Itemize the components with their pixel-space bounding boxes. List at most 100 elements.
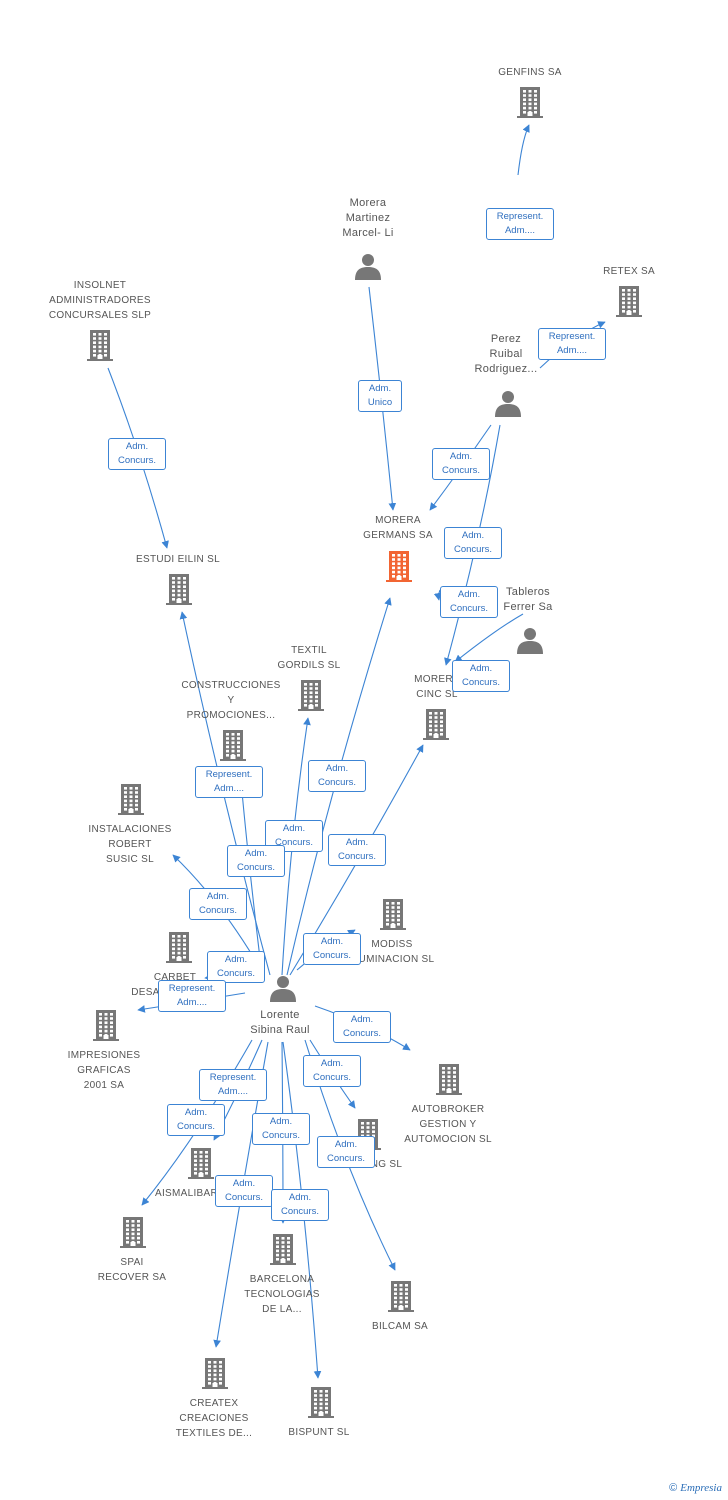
relation-label[interactable]: Adm.Concurs. — [108, 438, 166, 470]
relation-label[interactable]: Adm.Concurs. — [440, 586, 498, 618]
building-icon[interactable] — [615, 284, 643, 323]
relation-label[interactable]: Adm.Concurs. — [303, 1055, 361, 1087]
relation-label[interactable]: Adm.Concurs. — [317, 1136, 375, 1168]
node-label-line: GORDILS SL — [277, 660, 341, 671]
relation-label[interactable]: Adm.Concurs. — [333, 1011, 391, 1043]
relation-label-line: Adm. — [184, 1107, 208, 1118]
relation-label[interactable]: Adm.Concurs. — [189, 888, 247, 920]
relation-label-line: Concurs. — [441, 465, 480, 476]
relation-label[interactable]: Adm. Concurs. — [432, 448, 490, 480]
relation-label[interactable]: Adm.Concurs. — [271, 1189, 329, 1221]
relation-label-line: Concurs. — [216, 968, 255, 979]
person-icon[interactable] — [494, 389, 522, 422]
relation-label-line: Concurs. — [224, 1192, 263, 1203]
relation-label[interactable]: Represent.Adm.... — [486, 208, 554, 240]
building-icon[interactable] — [422, 707, 450, 746]
relation-label-line: Adm. — [125, 441, 149, 452]
company-name[interactable]: BILCAM SA — [372, 1319, 428, 1334]
building-icon[interactable] — [385, 549, 413, 588]
building-icon[interactable] — [379, 897, 407, 936]
relation-label[interactable]: Represent.Adm.... — [195, 766, 263, 798]
company-name[interactable]: ESTUDI EILIN SL — [136, 552, 220, 567]
relation-label[interactable]: Adm.Concurs. — [207, 951, 265, 983]
relation-label[interactable]: Adm.Concurs. — [328, 834, 386, 866]
building-icon[interactable] — [269, 1232, 297, 1271]
node-label-line: AUTOMOCION SL — [404, 1134, 492, 1145]
node-label-line: Perez — [490, 333, 522, 345]
node-label-line: CONSTRUCCIONES — [181, 680, 281, 691]
relation-label-line: Concurs. — [317, 777, 356, 788]
building-icon[interactable] — [516, 85, 544, 124]
building-icon[interactable] — [435, 1062, 463, 1101]
footer-brand[interactable]: ©Empresia — [669, 1482, 722, 1494]
building-icon[interactable] — [387, 1279, 415, 1318]
company-name[interactable]: GENFINS SA — [498, 65, 562, 80]
node-label-line: INSTALACIONES — [88, 824, 172, 835]
node-label-line: SUSIC SL — [106, 854, 154, 865]
building-icon[interactable] — [119, 1215, 147, 1254]
company-name[interactable]: BARCELONA TECNOLOGIAS DE LA... — [244, 1272, 320, 1317]
person-icon[interactable] — [516, 626, 544, 659]
node-label-line: TEXTILES DE... — [175, 1428, 253, 1439]
relation-label[interactable]: Adm.Concurs. — [444, 527, 502, 559]
building-icon[interactable] — [92, 1008, 120, 1047]
relation-label-line: Adm.... — [504, 225, 536, 236]
relation-label[interactable]: Adm.Concurs. — [252, 1113, 310, 1145]
relation-label[interactable]: Represent.Adm.... — [199, 1069, 267, 1101]
relation-label[interactable]: Adm.Concurs. — [303, 933, 361, 965]
relation-label[interactable]: Represent.Adm.... — [538, 328, 606, 360]
relation-label[interactable]: Adm.Concurs. — [265, 820, 323, 852]
node-label-line: Tableros — [506, 586, 550, 598]
relation-label[interactable]: Adm.Concurs. — [452, 660, 510, 692]
node-label-line: CREACIONES — [179, 1413, 249, 1424]
node-label-line: Y — [227, 695, 235, 706]
relation-label[interactable]: Represent.Adm.... — [158, 980, 226, 1012]
relation-label[interactable]: Adm.Concurs. — [227, 845, 285, 877]
node-label-line: RECOVER SA — [97, 1272, 167, 1283]
building-icon[interactable] — [86, 328, 114, 367]
relation-label-line: Adm. — [334, 1139, 358, 1150]
company-name[interactable]: RETEX SA — [603, 264, 655, 279]
building-icon[interactable] — [117, 782, 145, 821]
building-icon[interactable] — [297, 678, 325, 717]
node-label-line: MODISS — [371, 939, 413, 950]
company-name[interactable]: BNG SL — [364, 1157, 402, 1172]
building-icon[interactable] — [201, 1356, 229, 1395]
building-icon[interactable] — [165, 930, 193, 969]
node-label-line: TECNOLOGIAS — [244, 1289, 320, 1300]
relation-label[interactable]: Adm.Concurs. — [215, 1175, 273, 1207]
building-icon[interactable] — [165, 572, 193, 611]
building-icon[interactable] — [307, 1385, 335, 1424]
person-icon[interactable] — [354, 252, 382, 285]
node-label-line: Ferrer Sa — [503, 601, 553, 613]
node-label-line: DE LA... — [262, 1304, 302, 1315]
relation-label[interactable]: Adm.Concurs. — [167, 1104, 225, 1136]
relation-label-line: Adm. — [282, 823, 306, 834]
relation-label[interactable]: Adm.Unico — [358, 380, 402, 412]
relation-edge — [454, 613, 524, 663]
person-icon[interactable] — [269, 974, 297, 1007]
relation-label-line: Adm. — [449, 451, 473, 462]
node-label-line: 2001 SA — [83, 1080, 125, 1091]
company-name[interactable]: AISMALIBAR SA — [155, 1186, 235, 1201]
building-icon[interactable] — [219, 728, 247, 767]
company-name[interactable]: BISPUNT SL — [288, 1425, 349, 1440]
node-label-line: BARCELONA — [249, 1274, 315, 1285]
building-icon[interactable] — [187, 1146, 215, 1185]
relation-label[interactable]: Adm.Concurs. — [308, 760, 366, 792]
